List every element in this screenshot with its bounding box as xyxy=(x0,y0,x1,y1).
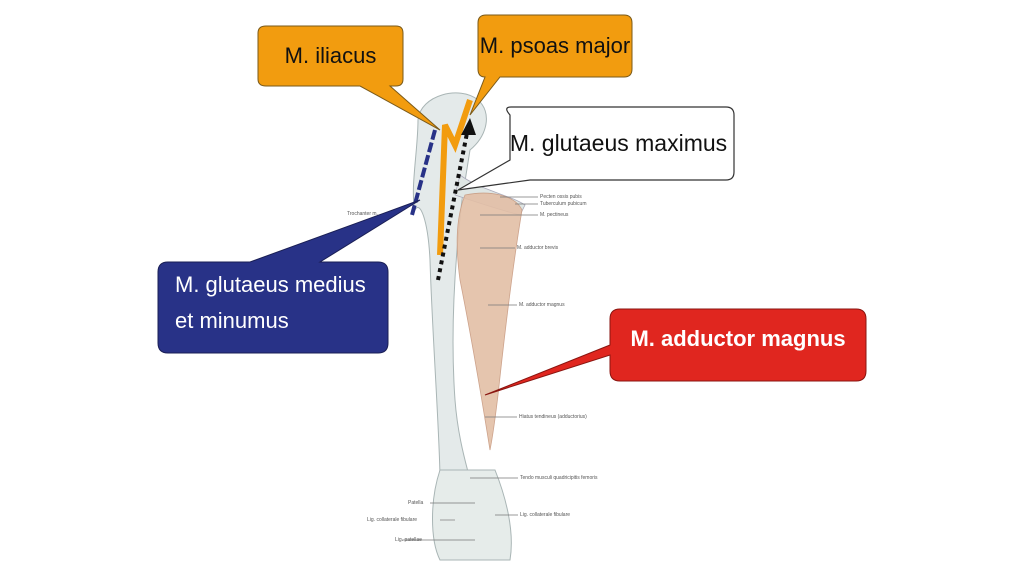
glutaeus-maximus-label: M. glutaeus maximus xyxy=(509,130,728,156)
iliacus-callout-shape xyxy=(257,25,441,131)
label-tuberculum: Tuberculum pubicum xyxy=(540,201,587,207)
adductor-callout-shape xyxy=(484,308,867,396)
label-adductor-magnus-small: M. adductor magnus xyxy=(519,302,565,308)
glut-med-callout-shape xyxy=(157,199,421,354)
label-pectineus: M. pectineus xyxy=(540,212,569,218)
knee xyxy=(432,469,512,561)
iliacus-label: M. iliacus xyxy=(284,43,377,68)
psoas-callout-shape xyxy=(469,14,633,116)
label-adductor-brevis: M. adductor brevis xyxy=(517,245,559,251)
label-tendo: Tendo musculi quadricipitis femoris xyxy=(520,475,598,481)
glutaeus-medius-label-line1: M. glutaeus medius xyxy=(175,272,366,297)
label-pecten: Pecten ossis pubis xyxy=(540,194,582,200)
label-patella: Patella xyxy=(408,500,424,506)
adductor-muscle xyxy=(456,192,523,451)
psoas-major-label: M. psoas major xyxy=(479,33,631,58)
label-lig-patellae: Lig. patellae xyxy=(395,537,422,543)
label-trochanter: Trochanter m. xyxy=(347,211,378,217)
adductor-magnus-label: M. adductor magnus xyxy=(630,326,846,351)
label-lig-fibulare-right: Lig. collaterale fibulare xyxy=(520,512,571,518)
label-hiatus: Hiatus tendineus (adductorius) xyxy=(519,414,587,420)
label-lig-fibulare-left: Lig. collaterale fibulare xyxy=(367,517,418,523)
glutaeus-medius-label-line2: et minumus xyxy=(175,308,289,333)
femur-bone xyxy=(412,92,487,481)
glut-max-callout-shape xyxy=(457,106,735,191)
